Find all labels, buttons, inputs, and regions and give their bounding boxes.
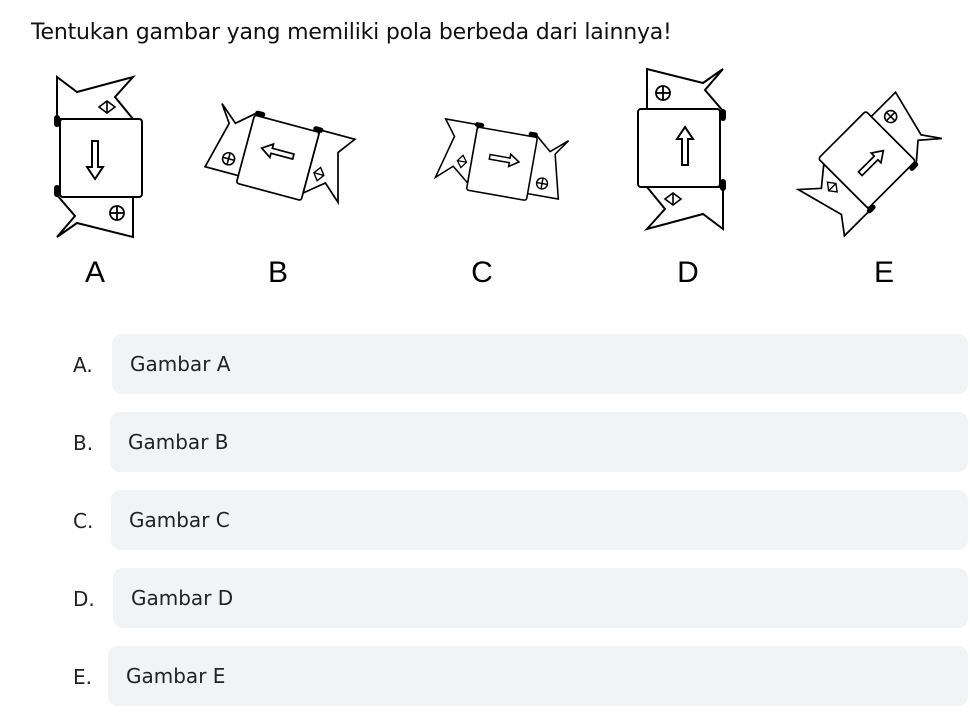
option-letter: B. (73, 431, 94, 455)
question-text: Tentukan gambar yang memiliki pola berbe… (31, 20, 672, 45)
option-letter: D. (73, 587, 95, 611)
option-e-button[interactable]: Gambar E (108, 646, 968, 706)
option-b[interactable]: B. Gambar B (0, 412, 970, 474)
figure-c-left-arrow-icon (412, 100, 592, 218)
option-letter: E. (73, 665, 92, 689)
figure-d-label: D (677, 256, 699, 289)
figure-d-up-arrow-icon (637, 68, 730, 230)
option-letter: C. (73, 509, 94, 533)
figure-b-label: B (267, 256, 288, 289)
option-a-button[interactable]: Gambar A (112, 334, 968, 394)
option-letter: A. (73, 353, 93, 377)
option-c[interactable]: C. Gambar C (0, 490, 970, 552)
figure-e-diagonal-arrow-icon (785, 82, 955, 247)
option-d-button[interactable]: Gambar D (113, 568, 968, 628)
option-text: Gambar E (126, 664, 226, 688)
option-e[interactable]: E. Gambar E (0, 646, 970, 708)
option-b-button[interactable]: Gambar B (110, 412, 968, 472)
option-text: Gambar B (128, 430, 229, 454)
figure-b (190, 82, 370, 224)
option-text: Gambar A (130, 352, 231, 376)
figure-d (637, 68, 730, 230)
option-c-button[interactable]: Gambar C (111, 490, 968, 550)
figure-e-label: E (873, 256, 894, 289)
figure-a (53, 75, 143, 240)
figure-a-down-arrow-icon (53, 75, 143, 240)
figure-e (785, 82, 955, 247)
figure-b-left-arrow-icon (190, 82, 370, 224)
option-d[interactable]: D. Gambar D (0, 568, 970, 630)
option-text: Gambar D (131, 586, 234, 610)
figure-c-label: C (471, 256, 493, 289)
option-a[interactable]: A. Gambar A (0, 334, 970, 396)
figure-c (412, 100, 592, 218)
figure-a-label: A (84, 256, 105, 289)
option-text: Gambar C (129, 508, 230, 532)
